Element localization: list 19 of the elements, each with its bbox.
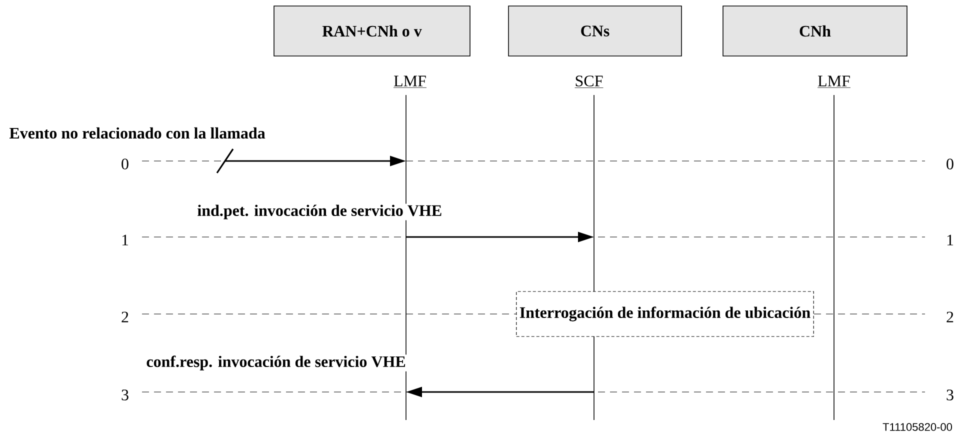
figure-id: T11105820-00 bbox=[882, 423, 952, 431]
function-label: LMF bbox=[393, 76, 427, 88]
function-label: LMF bbox=[817, 76, 851, 88]
entity-box: CNs bbox=[508, 6, 682, 56]
message-label: ind.pet. invocación de servicio VHE bbox=[196, 204, 444, 220]
message-label: Evento no relacionado con la llamada bbox=[8, 126, 266, 140]
row-number: 2 bbox=[946, 312, 954, 322]
row-number: 3 bbox=[946, 390, 954, 400]
row-number: 0 bbox=[122, 158, 128, 170]
process-box: Interrogación de información de ubicación bbox=[516, 291, 814, 337]
entity-box: CNh bbox=[722, 6, 908, 56]
row-number: 0 bbox=[946, 158, 954, 170]
entity-box: RAN+CNh o v bbox=[274, 6, 470, 56]
row-number: 2 bbox=[122, 312, 128, 322]
row-number: 3 bbox=[122, 390, 128, 400]
row-number: 1 bbox=[122, 234, 128, 246]
function-label: SCF bbox=[574, 76, 604, 88]
message-label: conf.resp. invocación de servicio VHE bbox=[145, 354, 407, 372]
row-number: 1 bbox=[947, 234, 954, 246]
